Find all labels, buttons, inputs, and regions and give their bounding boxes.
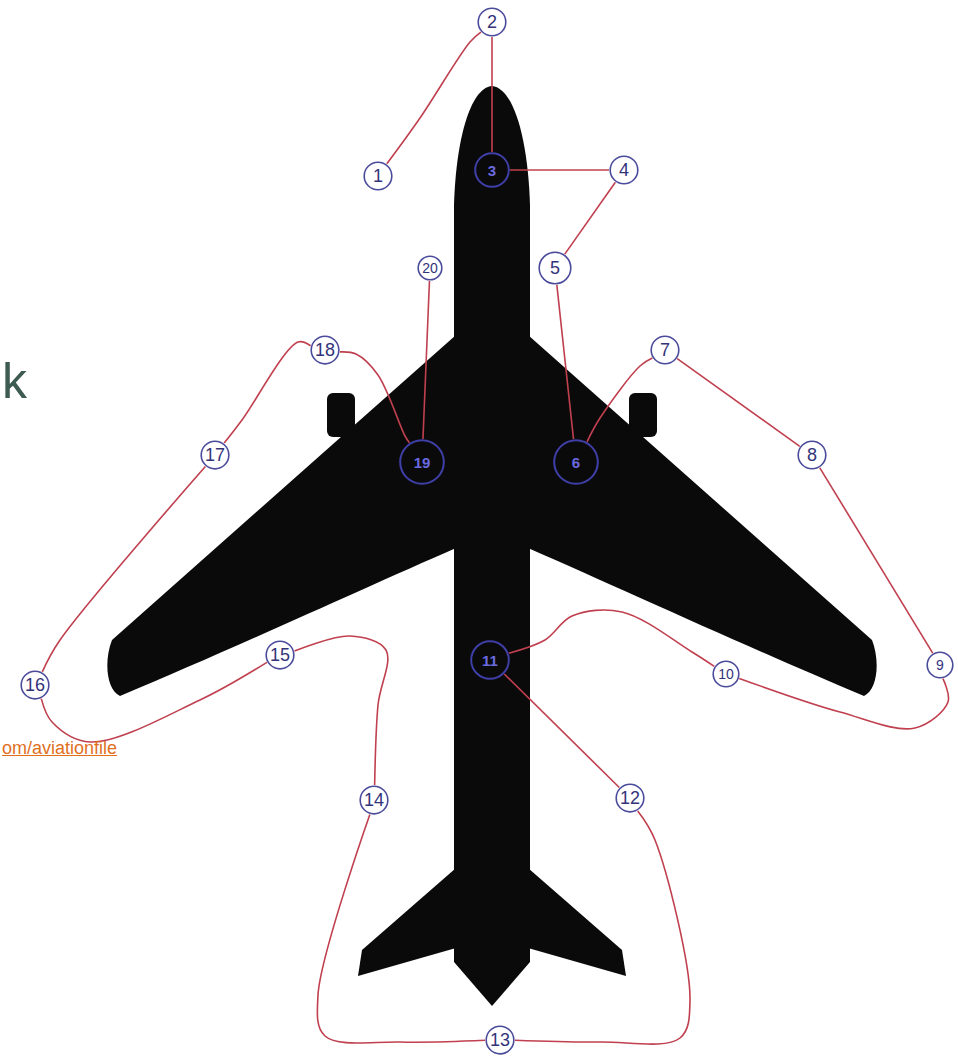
inspection-point: 16 (20, 670, 50, 700)
inspection-point: 10 (712, 660, 740, 688)
route-line (515, 811, 690, 1044)
inspection-point: 5 (538, 251, 572, 285)
left-wing (107, 335, 456, 696)
inspection-point: 1 (363, 161, 393, 191)
route-line (509, 610, 714, 666)
callout-number: 17 (205, 446, 225, 464)
circle-shape (400, 440, 444, 484)
route-line (42, 467, 205, 672)
inspection-point: 20 (417, 255, 443, 281)
circle-shape (486, 1026, 514, 1054)
route-line (557, 285, 574, 439)
right-engine (629, 393, 657, 437)
inspection-point: 9 (926, 651, 954, 679)
callout-number: 5 (550, 259, 560, 277)
inspection-point: 8 (797, 440, 827, 470)
inspection-point-on-aircraft: 19 (399, 439, 445, 485)
route-line (587, 358, 652, 442)
inspection-point-on-aircraft: 3 (474, 152, 510, 188)
route-line (510, 169, 609, 171)
circle-shape (311, 336, 339, 364)
route-line (820, 468, 933, 653)
cropped-letter: k (2, 352, 27, 410)
route-line (504, 674, 619, 787)
inspection-point: 15 (265, 640, 295, 670)
right-wing (528, 335, 877, 696)
callout-number: 15 (270, 646, 290, 664)
inspection-point-on-aircraft: 6 (553, 439, 599, 485)
inspection-point-on-aircraft: 11 (470, 640, 510, 680)
circle-shape (713, 661, 739, 687)
callout-number: 18 (315, 341, 335, 359)
route-line (224, 342, 310, 443)
inspection-point: 12 (615, 783, 645, 813)
route-line (340, 352, 410, 443)
inspection-point: 7 (650, 335, 680, 365)
callout-number: 20 (422, 261, 438, 275)
callout-number: 4 (619, 161, 629, 179)
callout-number: 11 (482, 653, 498, 668)
callout-number: 10 (718, 667, 734, 681)
left-stabilizer (358, 868, 456, 976)
callout-number: 13 (490, 1031, 510, 1049)
circle-shape (610, 156, 638, 184)
circle-shape (418, 256, 442, 280)
callout-number: 6 (572, 455, 580, 470)
callout-number: 7 (660, 341, 670, 359)
route-line (491, 37, 493, 152)
callout-number: 16 (25, 676, 45, 694)
route-line (739, 678, 948, 728)
circle-shape (554, 440, 598, 484)
circle-shape (475, 153, 509, 187)
callout-number: 2 (487, 13, 497, 31)
inspection-point: 17 (200, 440, 230, 470)
route-line (387, 32, 481, 164)
left-engine (327, 393, 355, 437)
inspection-point: 14 (359, 785, 389, 815)
callout-number: 8 (807, 446, 817, 464)
route-line (423, 281, 430, 439)
circle-shape (927, 652, 953, 678)
inspection-point: 18 (310, 335, 340, 365)
route-line (41, 662, 267, 742)
source-link: om/aviationfile (2, 738, 117, 759)
circle-shape (21, 671, 49, 699)
callout-number: 9 (936, 658, 944, 672)
inspection-point: 13 (485, 1025, 515, 1055)
callout-number: 1 (373, 167, 383, 185)
circle-shape (266, 641, 294, 669)
circle-shape (539, 252, 571, 284)
callout-number: 14 (364, 791, 384, 809)
circle-shape (471, 641, 509, 679)
inspection-point: 4 (609, 155, 639, 185)
fuselage (454, 86, 530, 1006)
route-line (565, 182, 616, 254)
callout-number: 12 (620, 789, 640, 807)
route-line (317, 814, 485, 1043)
circle-shape (360, 786, 388, 814)
route-line (677, 359, 800, 447)
circle-shape (201, 441, 229, 469)
right-stabilizer (528, 868, 626, 976)
circle-shape (364, 162, 392, 190)
inspection-point: 2 (477, 7, 507, 37)
callout-number: 19 (414, 455, 431, 470)
circle-shape (616, 784, 644, 812)
circle-shape (478, 8, 506, 36)
circle-shape (651, 336, 679, 364)
route-line (294, 636, 387, 785)
circle-shape (798, 441, 826, 469)
callout-number: 3 (488, 163, 496, 178)
